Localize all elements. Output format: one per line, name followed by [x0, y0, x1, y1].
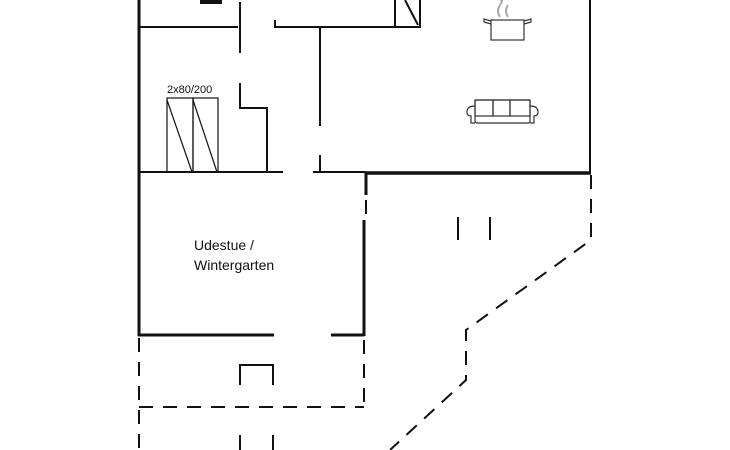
interior-walls: [139, 0, 591, 450]
stove-pot-icon: [483, 0, 532, 41]
wardrobe-label: 2x80/200: [167, 84, 213, 96]
sofa-icon: [466, 99, 539, 124]
wardrobe-icon: [166, 97, 219, 173]
walls: [137, 0, 591, 337]
dashed-outline: [138, 175, 592, 450]
room-label-line2: Wintergarten: [194, 257, 275, 273]
room-label-line1: Udestue /: [194, 237, 254, 253]
